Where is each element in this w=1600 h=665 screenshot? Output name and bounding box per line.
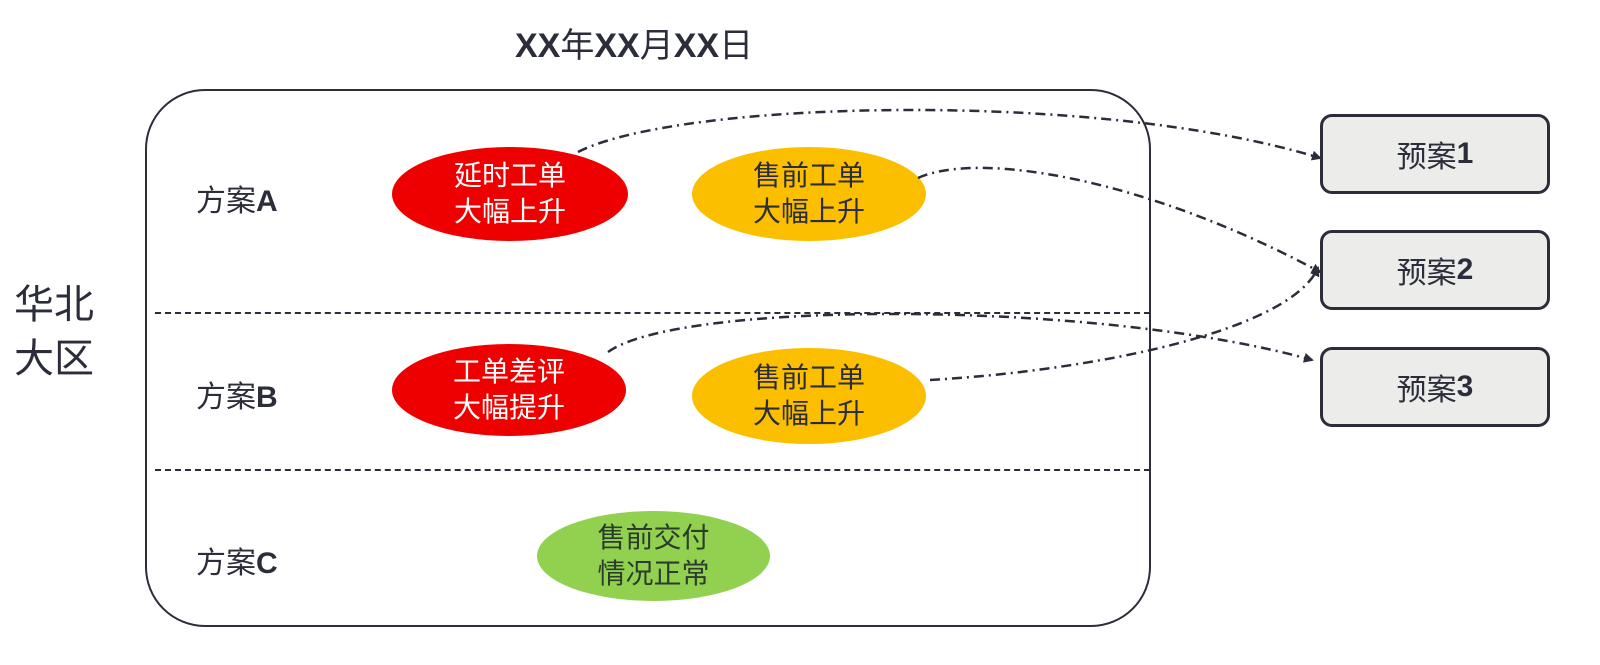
region-label: 华北 大区 [14, 278, 114, 386]
node-text-line2: 情况正常 [597, 557, 710, 590]
plan-label-prefix: 方案 [196, 546, 256, 581]
node-text-line1: 工单差评 [452, 355, 565, 388]
contingency-number: 1 [1456, 137, 1474, 170]
plan-label-letter: A [256, 185, 278, 218]
region-label-line1: 华北 [14, 282, 94, 328]
contingency-number: 3 [1456, 370, 1474, 403]
contingency-prefix: 预案 [1396, 256, 1457, 291]
title-day-unit: 日 [719, 26, 754, 66]
plan-label-a: 方案A [196, 176, 278, 220]
divider-ab [155, 312, 1150, 314]
node-text-line1: 售前工单 [752, 361, 865, 394]
plan-label-b: 方案B [196, 372, 278, 416]
plan-label-c: 方案C [196, 538, 278, 582]
title-year-unit: 年 [560, 26, 595, 66]
title-month-unit: 月 [639, 26, 674, 66]
node-presales-tickets-b[interactable]: 售前工单 大幅上升 [692, 348, 926, 444]
region-label-line2: 大区 [14, 336, 94, 382]
node-text-line2: 大幅上升 [453, 195, 566, 228]
node-text-line2: 大幅提升 [452, 391, 565, 424]
title-year-value: XX [515, 27, 561, 65]
contingency-number: 2 [1456, 253, 1474, 286]
diagram-title: XX年XX月XX日 [515, 18, 753, 67]
contingency-prefix: 预案 [1396, 140, 1457, 175]
node-text-line2: 大幅上升 [752, 397, 865, 430]
title-day-value: XX [673, 27, 720, 65]
node-delayed-tickets[interactable]: 延时工单 大幅上升 [392, 147, 628, 241]
node-presales-delivery[interactable]: 售前交付 情况正常 [537, 511, 770, 601]
node-text-line2: 大幅上升 [752, 195, 865, 228]
divider-bc [155, 469, 1150, 471]
node-text-line1: 售前工单 [752, 159, 865, 192]
contingency-prefix: 预案 [1396, 373, 1457, 408]
plan-label-prefix: 方案 [196, 380, 256, 415]
title-month-value: XX [594, 27, 640, 65]
node-negative-reviews[interactable]: 工单差评 大幅提升 [392, 344, 626, 436]
plan-label-letter: C [256, 547, 278, 580]
node-text-line1: 售前交付 [597, 521, 710, 554]
plan-label-prefix: 方案 [196, 184, 256, 219]
plan-label-letter: B [256, 381, 278, 414]
node-text-line1: 延时工单 [453, 159, 566, 192]
node-presales-tickets-a[interactable]: 售前工单 大幅上升 [692, 147, 926, 241]
